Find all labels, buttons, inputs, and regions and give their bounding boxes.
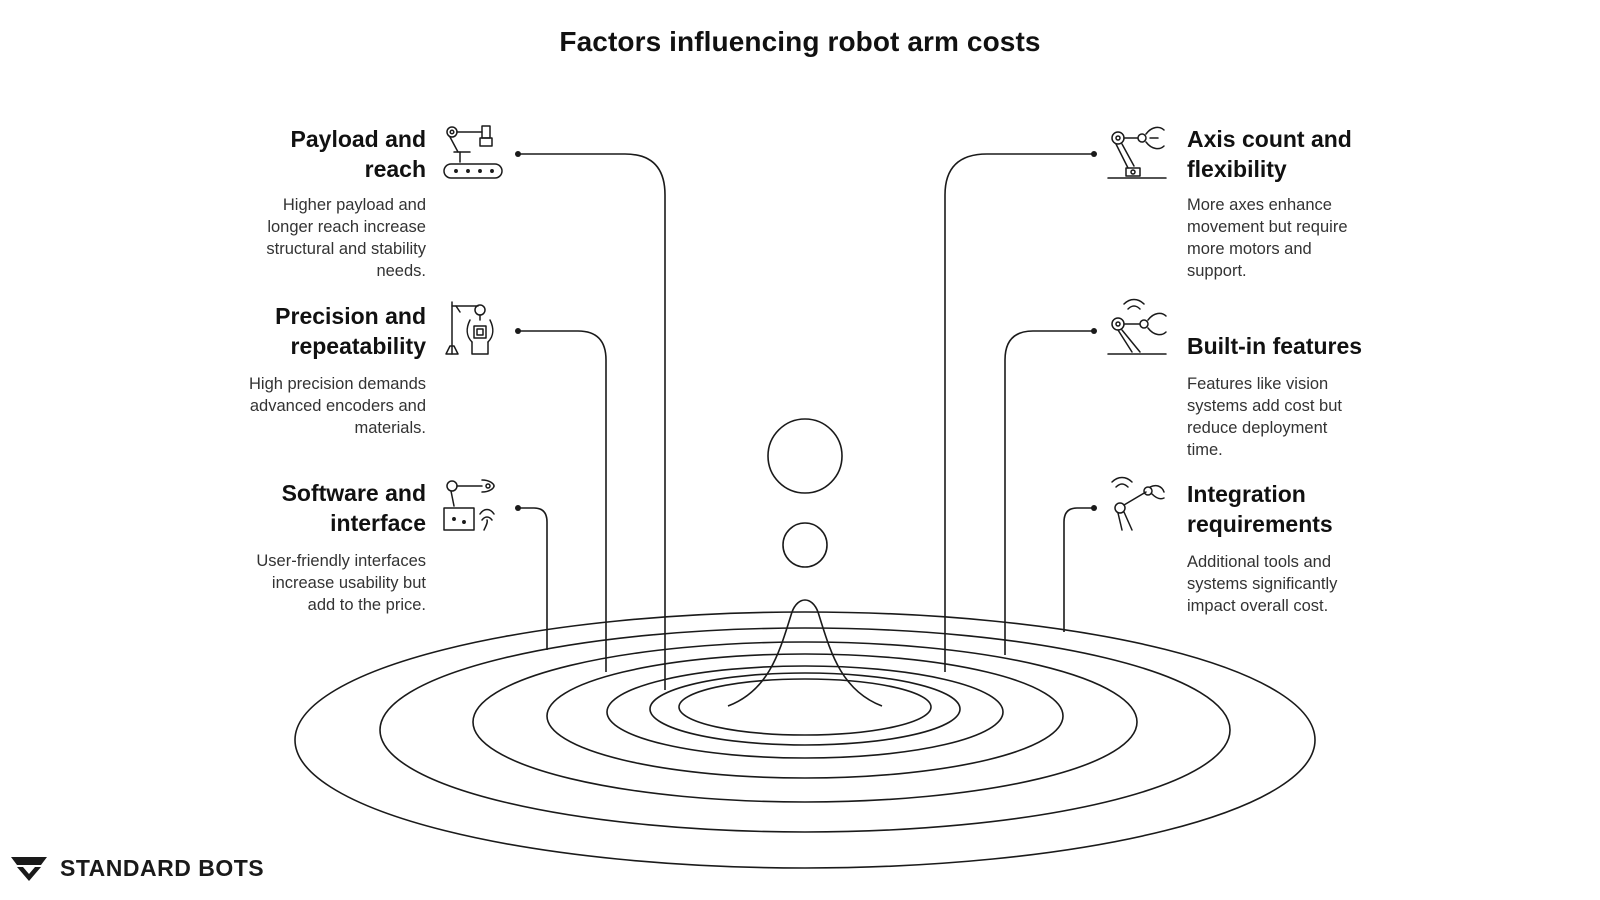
conveyor-robot-arm-icon [443,125,503,179]
connector-integration [1063,507,1094,632]
diagram-title: Factors influencing robot arm costs [559,26,1041,57]
connector-software [518,507,548,650]
ripple-ring-5 [606,665,1004,759]
precision-robot-gripper-icon [445,301,494,355]
factor-description: User-friendly interfaces increase usabil… [256,552,426,614]
standard-bots-logo [11,857,47,881]
connector-payload [518,153,666,690]
multi-axis-robot-arm-icon [1107,126,1167,179]
ripple-ring-3 [472,641,1138,803]
ripple-ring-7 [678,678,932,736]
brand-name: STANDARD BOTS [60,854,265,881]
connector-builtin [1004,330,1094,655]
connector-precision [518,330,607,672]
wireless-robot-arm-icon [1107,298,1167,355]
factor-description: Features like vision systems add cost bu… [1187,375,1342,459]
factor-title: Built-in features [1187,333,1363,359]
robot-arm-controller-icon [443,479,495,531]
ripple-ring-2 [379,627,1231,833]
factor-description: More axes enhance movement but require m… [1187,196,1348,280]
connector-axis [944,153,1094,672]
connected-robot-arm-icon [1111,476,1165,531]
droplet-large [767,418,843,494]
factor-description: Additional tools and systems significant… [1187,553,1338,615]
splash-peak [727,599,883,707]
factor-description: High precision demands advanced encoders… [248,375,426,437]
factor-description: Higher payload and longer reach increase… [266,196,426,280]
ripple-ring-6 [649,672,961,746]
ripple-ring-1 [294,611,1316,869]
factor-built-in-features: Built-in features Features like vision s… [1187,331,1447,461]
droplet-small [782,522,828,568]
brand-footer: STANDARD BOTS [8,850,264,886]
ripple-ring-4 [546,653,1064,779]
